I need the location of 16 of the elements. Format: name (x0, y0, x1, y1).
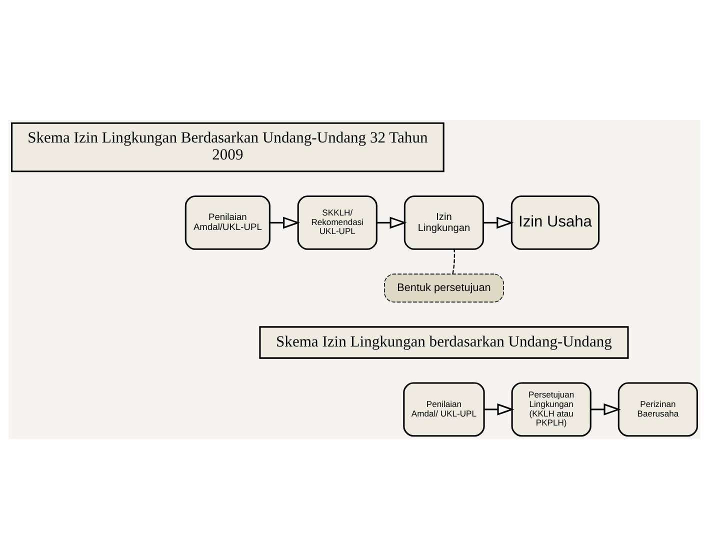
node-box: Izin Usaha (510, 195, 600, 250)
arrow (376, 216, 407, 229)
node-box: Penilaian Amdal/UKL-UPL (184, 195, 270, 250)
connector (452, 249, 456, 274)
node-box: Penilaian Amdal/ UKL-UPL (403, 382, 485, 437)
arrow (484, 403, 514, 416)
arrow (590, 403, 621, 416)
node-box: Skema Izin Lingkungan Berdasarkan Undang-Undang 32 Tahun 2009 (11, 122, 444, 172)
node-box: Bentuk persetujuan (384, 274, 504, 302)
node-box: Izin Lingkungan (404, 195, 484, 250)
node-box: Skema Izin Lingkungan berdasarkan Undang-Undang (259, 326, 629, 359)
node-box: Persetujuan Lingkungan (KKLH atau PKPLH) (511, 382, 592, 437)
node-box: Perizinan Baerusaha (618, 382, 698, 437)
node-box: SKKLH/ Rekomendasi UKL-UPL (297, 195, 378, 250)
arrow (270, 216, 300, 229)
arrow (483, 216, 514, 229)
